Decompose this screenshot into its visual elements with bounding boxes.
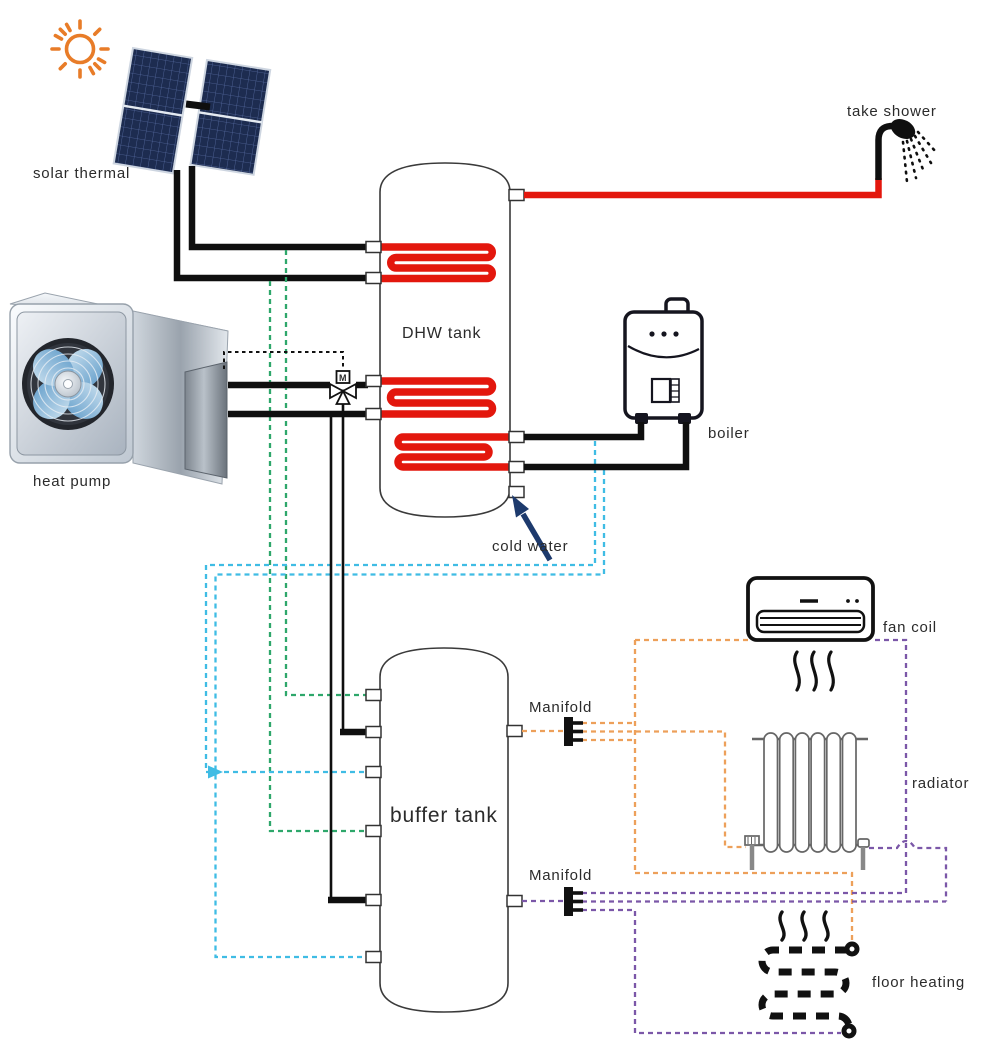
dhw-tank-label: DHW tank <box>402 325 481 342</box>
dhw-port <box>365 407 382 421</box>
buffer-return-line-1 <box>204 441 597 774</box>
heat-pump-icon <box>9 292 229 485</box>
shower-head-icon <box>890 118 938 184</box>
buffer-port <box>365 725 382 739</box>
solar-panel-right-icon <box>189 58 272 176</box>
buffer-port <box>506 724 523 738</box>
heat-pump-label: heat pump <box>33 473 111 490</box>
solar-panel-left-icon <box>112 46 194 175</box>
dhw-port <box>508 460 525 474</box>
solar-buffer-line-1 <box>284 250 366 697</box>
buffer-port <box>506 894 523 908</box>
cold-water-port <box>508 485 525 499</box>
manifold-2-label: Manifold <box>529 867 592 884</box>
boiler-icon <box>623 297 704 424</box>
floor-heating-heat-waves-icon <box>778 910 830 942</box>
buffer-port <box>365 824 382 838</box>
three-way-valve-icon <box>329 370 357 405</box>
dhw-port <box>365 240 382 254</box>
boiler-flow-pipe <box>524 422 645 441</box>
fan-coil-label: fan coil <box>883 619 937 636</box>
dhw-port <box>508 430 525 444</box>
heating-loop-2-lines <box>522 638 948 1035</box>
buffer-port <box>365 688 382 702</box>
fan-coil-heat-waves-icon <box>793 650 835 692</box>
boiler-label: boiler <box>708 425 750 442</box>
hp-control-line <box>223 351 344 370</box>
heat-pump-side-box <box>184 361 228 479</box>
dhw-outlet-pipe <box>524 178 882 199</box>
cold-water-label: cold water <box>492 538 568 555</box>
buffer-port <box>365 893 382 907</box>
boiler-return-pipe <box>524 422 690 471</box>
radiator-valve-right <box>857 838 870 870</box>
solar-return-pipe <box>173 170 367 282</box>
floor-heating-label: floor heating <box>872 974 965 991</box>
solar-coil <box>370 243 496 283</box>
radiator-label: radiator <box>912 775 969 792</box>
take-shower-label: take shower <box>847 103 937 120</box>
buffer-tank-label: buffer tank <box>390 804 498 827</box>
radiator-icon <box>744 732 870 870</box>
heating-loop-1-lines <box>522 638 854 941</box>
fan-coil-icon <box>746 576 875 642</box>
buffer-port <box>365 950 382 964</box>
floor-heating-coil-icon <box>758 941 860 1039</box>
boiler-coil <box>394 433 517 471</box>
solar-thermal-label: solar thermal <box>33 165 130 182</box>
buffer-port <box>365 765 382 779</box>
flow-arrow-icon <box>208 765 223 779</box>
buffer-tank <box>365 647 523 1013</box>
sun-icon <box>50 19 110 79</box>
manifold-1-label: Manifold <box>529 699 592 716</box>
solar-buffer-line-2 <box>268 281 366 833</box>
valve-label: M <box>339 373 347 383</box>
dhw-port <box>365 271 382 285</box>
dhw-port <box>365 374 382 388</box>
radiator-valve-left <box>744 835 760 870</box>
dhw-port <box>508 188 525 202</box>
manifold-2-icon <box>564 887 583 916</box>
hp-coil <box>370 377 497 418</box>
panel-connector-pipe <box>185 100 211 111</box>
manifold-1-icon <box>564 717 583 746</box>
solar-supply-pipe <box>188 166 367 251</box>
cold-water-arrow-icon <box>512 495 553 562</box>
